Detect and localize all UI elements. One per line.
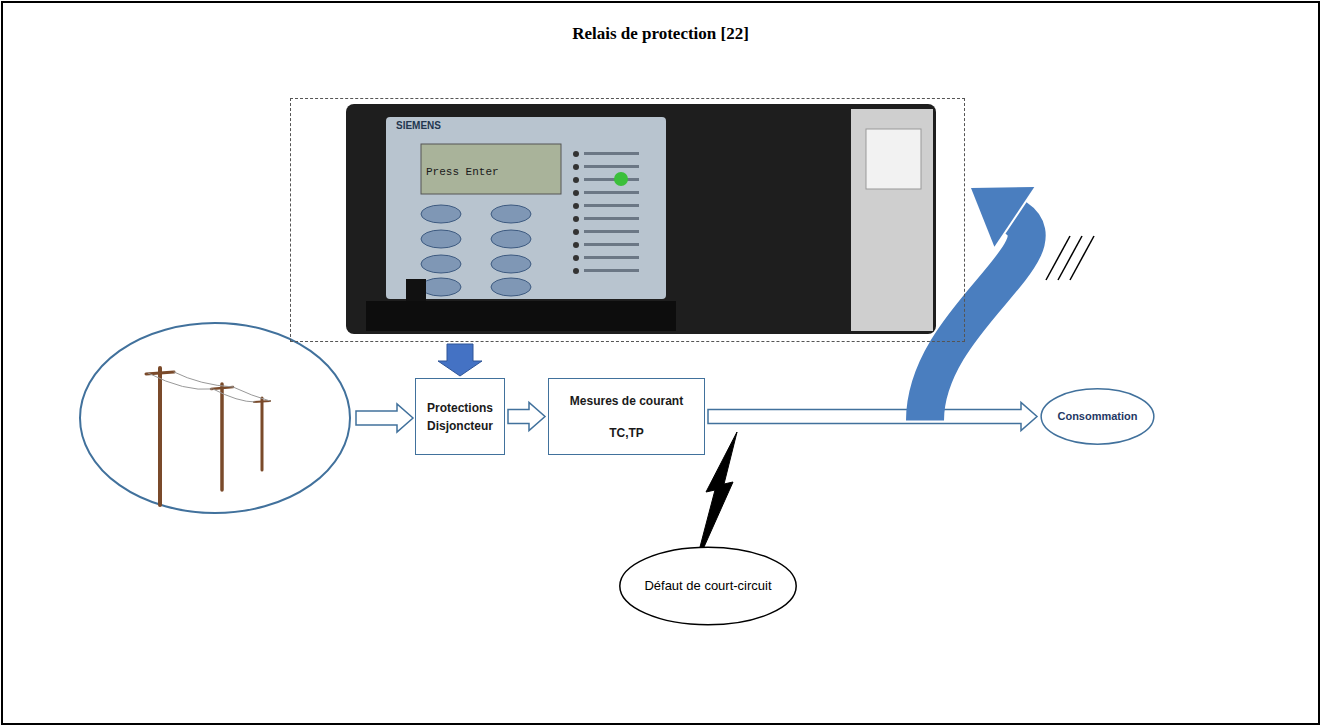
flow-arrow xyxy=(356,404,413,432)
relay-panel xyxy=(386,117,666,299)
return-arrow-head xyxy=(971,187,1034,247)
relay-led xyxy=(573,164,579,170)
display-text: Press Enter xyxy=(426,166,499,178)
relay-display xyxy=(421,144,561,194)
diagram-title: Relais de protection [22] xyxy=(0,24,1321,44)
relay-button xyxy=(491,205,531,223)
three-phase-mark xyxy=(1070,236,1094,280)
return-arrow-body xyxy=(925,218,1027,421)
power-poles xyxy=(146,368,270,505)
relay-led xyxy=(573,242,579,248)
relay-port xyxy=(406,279,426,301)
three-phase-mark xyxy=(1046,236,1070,280)
fault-bolt xyxy=(700,432,737,547)
relay-led-label xyxy=(584,243,639,246)
load-oval: Consommation xyxy=(1040,388,1155,445)
line-circle xyxy=(80,323,350,513)
relay-led-label xyxy=(584,152,639,155)
relay-led xyxy=(573,268,579,274)
node-text: Défaut de court-circuit xyxy=(644,576,771,596)
three-phase-mark xyxy=(1058,236,1082,280)
node-text: Consommation xyxy=(1057,408,1137,425)
relay-led-label xyxy=(584,165,639,168)
relay-button xyxy=(491,230,531,248)
relay-led xyxy=(573,203,579,209)
relay-led xyxy=(573,190,579,196)
process-box: Protections Disjoncteur xyxy=(415,378,505,455)
process-box: Mesures de courantTC,TP xyxy=(548,378,705,455)
relay-button xyxy=(421,230,461,248)
relay-led-label xyxy=(584,204,639,207)
node-text: Mesures de courant xyxy=(570,392,683,410)
relay-led xyxy=(573,255,579,261)
relay-led-label xyxy=(584,217,639,220)
brand-name: SIEMENS xyxy=(396,120,441,131)
node-text: TC,TP xyxy=(609,424,644,442)
relay-led-label xyxy=(584,230,639,233)
connector-arrow xyxy=(708,403,1037,431)
relay-device xyxy=(291,99,963,340)
relay-led xyxy=(573,216,579,222)
node-text: Protections Disjoncteur xyxy=(422,399,498,435)
relay-led-label xyxy=(584,256,639,259)
fault-oval: Défaut de court-circuit xyxy=(618,546,798,626)
relay-led-label xyxy=(584,178,639,181)
relay-button xyxy=(491,278,531,296)
relay-label xyxy=(866,129,921,189)
relay-led-label xyxy=(584,269,639,272)
relay-cover xyxy=(366,301,676,331)
relay-led xyxy=(573,229,579,235)
protection-relay: SIEMENS Press Enter xyxy=(290,98,965,342)
relay-button xyxy=(421,205,461,223)
connector-arrow xyxy=(925,187,1094,421)
relay-side xyxy=(851,109,933,331)
relay-housing xyxy=(346,104,936,334)
relay-button xyxy=(491,255,531,273)
connector-arrow xyxy=(438,344,482,376)
relay-led xyxy=(573,151,579,157)
connector-arrow xyxy=(508,403,545,431)
relay-button xyxy=(421,255,461,273)
relay-run-led xyxy=(614,172,628,186)
relay-button xyxy=(421,278,461,296)
relay-led-label xyxy=(584,191,639,194)
relay-led xyxy=(573,177,579,183)
